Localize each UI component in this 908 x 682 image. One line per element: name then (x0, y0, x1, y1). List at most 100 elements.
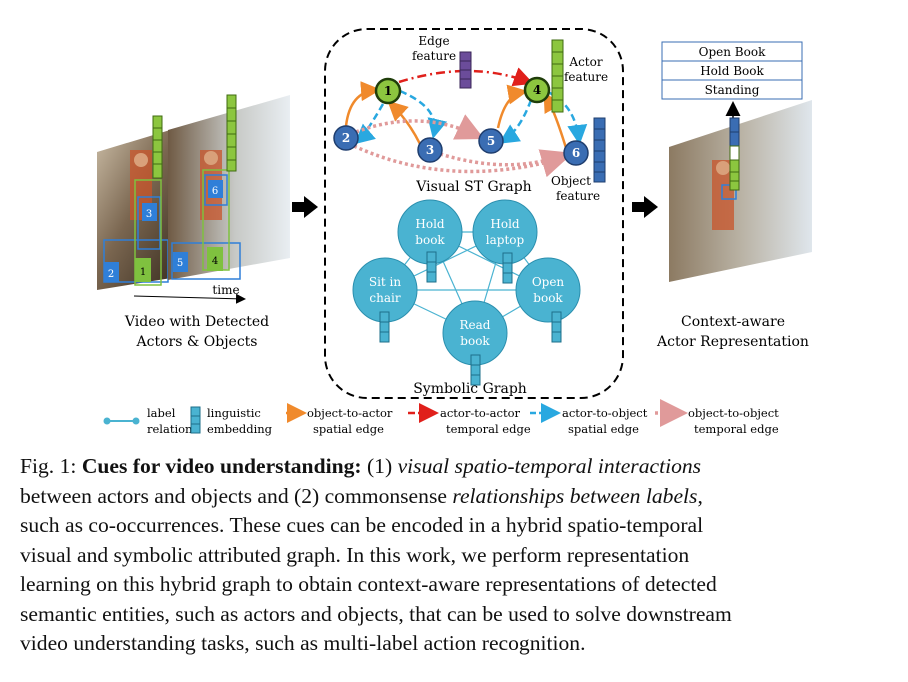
caption-bold-title: Cues for video understanding: (81, 454, 362, 478)
legend-object-to-object: object-to-object temporal edge (655, 399, 779, 436)
svg-text:spatial edge: spatial edge (313, 422, 384, 436)
time-axis (133, 293, 246, 304)
svg-text:6: 6 (572, 146, 580, 160)
svg-text:3: 3 (426, 143, 434, 157)
legend-linguistic-embedding: linguistic embedding (190, 406, 273, 436)
caption-line-5: learning on this hybrid graph to obtain … (20, 572, 717, 596)
output-label-table: Open Book Hold Book Standing (661, 41, 803, 100)
st-graph-nodes: 1 2 3 4 5 6 (333, 76, 589, 166)
video-frame-front: 5 4 6 (168, 95, 290, 280)
svg-text:Open: Open (532, 275, 565, 289)
st-graph-title: Visual ST Graph (415, 179, 531, 195)
linguistic-embedding-vectors (379, 251, 562, 386)
video-box-number-2: 2 (108, 269, 114, 280)
caption-italic-1: visual spatio-temporal interactions (397, 454, 702, 478)
svg-text:Hold: Hold (490, 217, 520, 231)
caption-text-1: (1) (366, 454, 393, 478)
caption-text-2: between actors and objects and (2) commo… (20, 483, 447, 508)
object-feature-vector (593, 117, 606, 183)
caption-line-3: such as co-occurrences. These cues can b… (20, 513, 704, 537)
actor-feature-vector (551, 39, 564, 113)
output-label-open-book: Open Book (699, 45, 766, 59)
video-box-number-3: 3 (146, 209, 152, 220)
st-node-3: 3 (417, 137, 443, 163)
caption-line-1: Fig. 1: Cues for video understanding: (1… (20, 452, 888, 482)
figure-1: 2 1 3 5 4 6 (97, 28, 812, 436)
output-caption-line2: Actor Representation (656, 334, 809, 350)
video-caption-line2: Actors & Objects (136, 334, 258, 350)
legend-actor-to-actor: actor-to-actor temporal edge (408, 403, 531, 436)
symbolic-node-read-book: Read book (442, 300, 508, 366)
caption-italic-2: relationships between labels (452, 483, 698, 508)
svg-text:relation: relation (147, 422, 193, 436)
edge-feature-vector (459, 51, 472, 89)
caption-text-2b: , (697, 483, 703, 508)
actor-feature-stacks (152, 94, 237, 179)
svg-text:book: book (415, 233, 445, 247)
svg-text:book: book (533, 291, 563, 305)
caption-line-2: between actors and objects and (2) commo… (20, 482, 888, 512)
symbolic-graph-nodes: Hold book Hold laptop Sit in chair Open … (352, 199, 581, 366)
svg-text:Hold: Hold (415, 217, 445, 231)
svg-text:chair: chair (369, 291, 400, 305)
svg-text:linguistic: linguistic (207, 406, 261, 420)
symbolic-node-sit-in-chair: Sit in chair (352, 257, 418, 323)
object-feature-label-line2: feature (556, 189, 600, 203)
st-node-5: 5 (478, 128, 504, 154)
svg-text:book: book (460, 334, 490, 348)
caption-prefix: Fig. 1: (20, 454, 77, 478)
svg-text:Read: Read (460, 318, 491, 332)
edge-feature-label-line1: Edge (418, 34, 449, 48)
actor-feature-label-line2: feature (564, 70, 608, 84)
hybrid-graph-panel (324, 28, 624, 399)
svg-text:embedding: embedding (207, 422, 273, 436)
video-box-number-5: 5 (177, 258, 183, 269)
svg-text:temporal edge: temporal edge (446, 422, 531, 436)
svg-text:label: label (147, 406, 176, 420)
symbolic-node-hold-book: Hold book (397, 199, 463, 265)
st-node-1: 1 (374, 77, 402, 105)
svg-text:4: 4 (533, 83, 541, 97)
symbolic-graph-title: Symbolic Graph (413, 381, 527, 397)
svg-text:Sit in: Sit in (369, 275, 402, 289)
svg-text:object-to-actor: object-to-actor (307, 406, 393, 420)
output-label-hold-book: Hold Book (700, 64, 764, 78)
svg-text:spatial edge: spatial edge (568, 422, 639, 436)
flow-arrow-right-icon (632, 196, 658, 218)
context-aware-vector (729, 117, 740, 191)
object-feature-label-line1: Object (551, 174, 591, 188)
legend: label relation linguistic embedding obje… (103, 399, 779, 436)
output-frame (669, 100, 812, 282)
video-frames: 2 1 3 5 4 6 (97, 94, 290, 350)
svg-text:1: 1 (384, 84, 392, 98)
caption-line-7: video understanding tasks, such as multi… (20, 631, 586, 655)
st-node-2: 2 (333, 125, 359, 151)
symbolic-node-hold-laptop: Hold laptop (472, 199, 538, 265)
svg-text:actor-to-actor: actor-to-actor (440, 406, 520, 420)
figure-caption: Fig. 1: Cues for video understanding: (1… (20, 452, 888, 659)
st-node-4: 4 (523, 76, 551, 104)
legend-actor-to-object: actor-to-object spatial edge (530, 403, 648, 436)
svg-text:2: 2 (342, 131, 350, 145)
output-caption-line1: Context-aware (681, 314, 785, 330)
actor-feature-label-line1: Actor (568, 55, 602, 69)
svg-text:laptop: laptop (486, 233, 525, 247)
symbolic-node-open-book: Open book (515, 257, 581, 323)
svg-text:actor-to-object: actor-to-object (562, 406, 648, 420)
output-label-standing: Standing (705, 83, 760, 97)
svg-text:object-to-object: object-to-object (688, 406, 779, 420)
video-box-number-1: 1 (140, 267, 146, 278)
video-box-number-6: 6 (212, 186, 218, 197)
time-axis-label: time (212, 283, 239, 297)
video-caption-line1: Video with Detected (124, 314, 269, 330)
legend-label-relation: label relation (103, 406, 193, 436)
edge-feature-label-line2: feature (412, 49, 456, 63)
flow-arrow-left-icon (292, 196, 318, 218)
video-frame-back: 2 1 3 (97, 124, 190, 290)
caption-line-6: semantic entities, such as actors and ob… (20, 601, 732, 626)
svg-text:temporal edge: temporal edge (694, 422, 779, 436)
st-node-6: 6 (563, 140, 589, 166)
caption-line-4: visual and symbolic attributed graph. In… (20, 542, 690, 567)
st-graph-edges (344, 67, 588, 178)
video-box-number-4: 4 (212, 256, 218, 267)
